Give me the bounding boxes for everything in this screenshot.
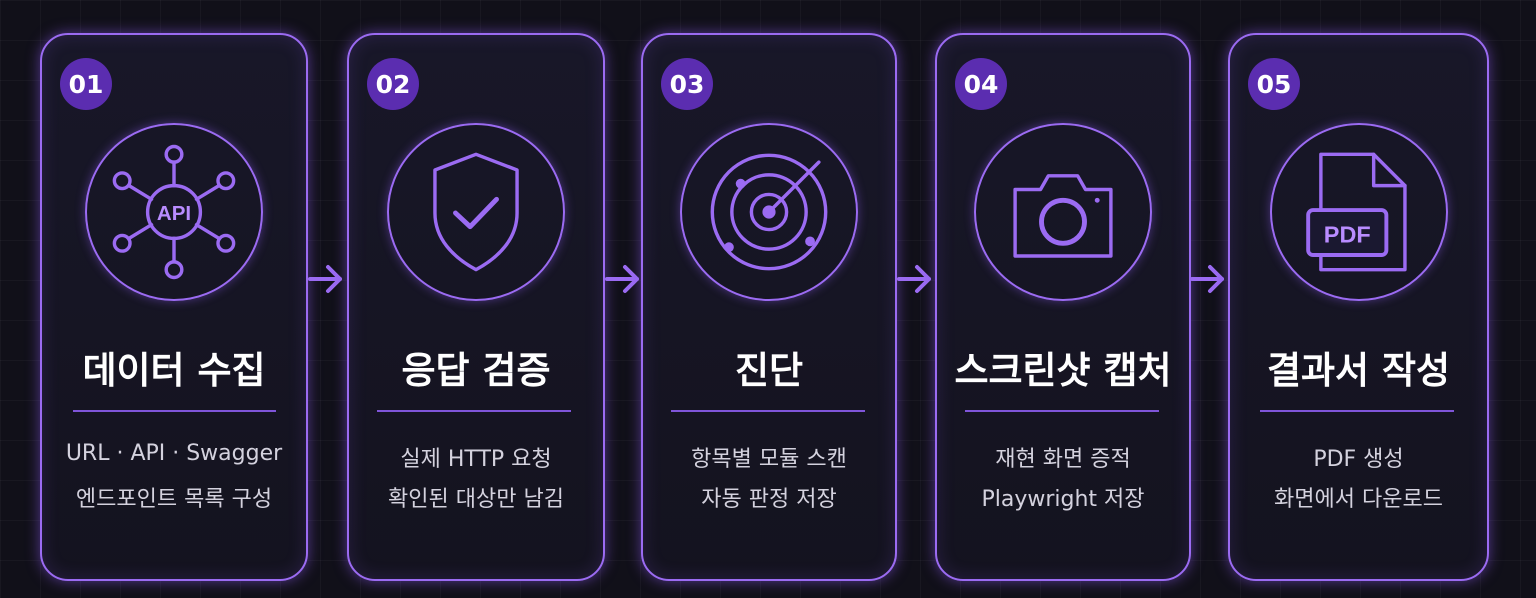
step-title: 결과서 작성 bbox=[1266, 349, 1451, 392]
divider bbox=[671, 410, 865, 412]
step-desc-line-2: 화면에서 다운로드 bbox=[1274, 487, 1443, 512]
step-card-5: 05 PDF 결과서 작성 PDF 생성 화면에서 다운로드 bbox=[1228, 33, 1489, 581]
divider bbox=[73, 410, 276, 412]
pdf-icon-label: PDF bbox=[1324, 221, 1371, 247]
step-number-badge: 04 bbox=[955, 58, 1007, 110]
camera-icon bbox=[974, 123, 1152, 301]
step-desc-line-2: 엔드포인트 목록 구성 bbox=[75, 487, 273, 512]
divider bbox=[377, 410, 571, 412]
step-desc-line-2: 확인된 대상만 남김 bbox=[388, 487, 564, 512]
pdf-file-icon: PDF bbox=[1270, 123, 1448, 301]
step-card-4: 04 스크린샷 캡처 재현 화면 증적 Playwright 저장 bbox=[935, 33, 1191, 581]
step-title: 스크린샷 캡처 bbox=[954, 349, 1172, 392]
step-desc-line-1: URL · API · Swagger bbox=[65, 441, 283, 466]
divider bbox=[1260, 410, 1454, 412]
step-number-badge: 01 bbox=[60, 58, 112, 110]
api-network-icon: API bbox=[85, 123, 263, 301]
step-card-2: 02 응답 검증 실제 HTTP 요청 확인된 대상만 남김 bbox=[347, 33, 605, 581]
api-icon-label: API bbox=[157, 202, 191, 225]
shield-check-icon bbox=[387, 123, 565, 301]
step-desc-line-1: 실제 HTTP 요청 bbox=[400, 447, 552, 472]
step-card-1: 01 API 데이터 수집 URL · API · Swagger 엔드포인트 … bbox=[40, 33, 308, 581]
divider bbox=[965, 410, 1159, 412]
step-card-3: 03 진단 항목별 모듈 스캔 자동 판정 저장 bbox=[641, 33, 897, 581]
step-title: 응답 검증 bbox=[401, 349, 551, 392]
step-desc-line-1: 재현 화면 증적 bbox=[995, 447, 1131, 472]
arrow-right-icon bbox=[1190, 265, 1224, 293]
step-title: 데이터 수집 bbox=[82, 349, 266, 392]
radar-icon bbox=[680, 123, 858, 301]
step-number-badge: 03 bbox=[661, 58, 713, 110]
arrow-right-icon bbox=[897, 265, 931, 293]
step-desc-line-2: Playwright 저장 bbox=[981, 487, 1145, 512]
arrow-right-icon bbox=[605, 265, 639, 293]
step-number-badge: 02 bbox=[367, 58, 419, 110]
step-title: 진단 bbox=[734, 349, 804, 392]
step-number-badge: 05 bbox=[1248, 58, 1300, 110]
step-desc-line-2: 자동 판정 저장 bbox=[701, 487, 837, 512]
step-desc-line-1: 항목별 모듈 스캔 bbox=[691, 447, 847, 472]
step-desc-line-1: PDF 생성 bbox=[1313, 447, 1404, 472]
arrow-right-icon bbox=[308, 265, 342, 293]
